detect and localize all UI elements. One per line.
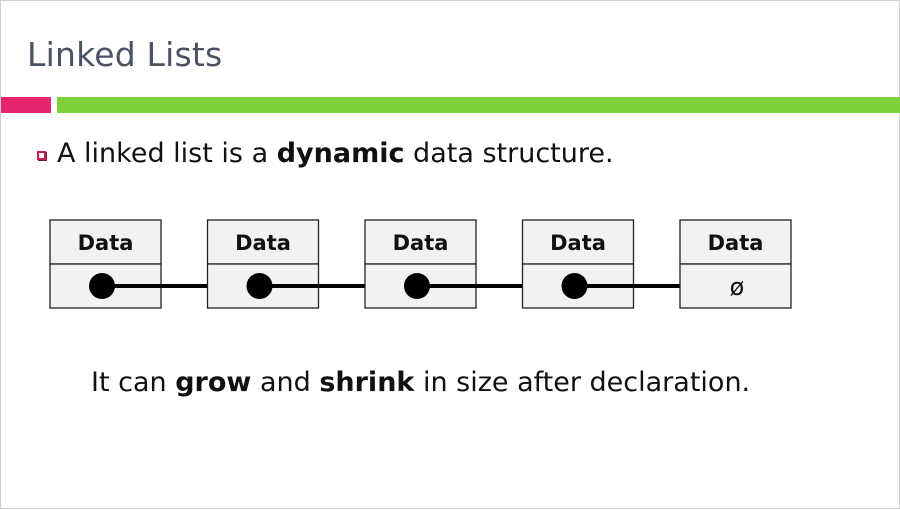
node-data-cell	[49, 219, 162, 265]
bullet-text: A linked list is a dynamic data structur…	[57, 137, 614, 169]
node-data-cell	[206, 219, 320, 265]
bullet-point: A linked list is a dynamic data structur…	[37, 137, 614, 169]
accent-bar-pink	[1, 97, 51, 113]
square-bullet-icon	[37, 150, 46, 160]
node-label: Data	[78, 231, 134, 255]
slide-title: Linked Lists	[27, 35, 223, 74]
null-pointer-symbol: ø	[730, 273, 745, 301]
node-label: Data	[708, 231, 764, 255]
note-text: It can grow and shrink in size after dec…	[91, 367, 751, 398]
node-label: Data	[235, 231, 291, 255]
node-pointer-cell	[679, 263, 792, 309]
node-data-cell	[521, 219, 635, 265]
node-data-cell	[364, 219, 477, 265]
node-label: Data	[550, 231, 606, 255]
accent-bar-green	[57, 97, 900, 113]
node-label: Data	[393, 231, 449, 255]
